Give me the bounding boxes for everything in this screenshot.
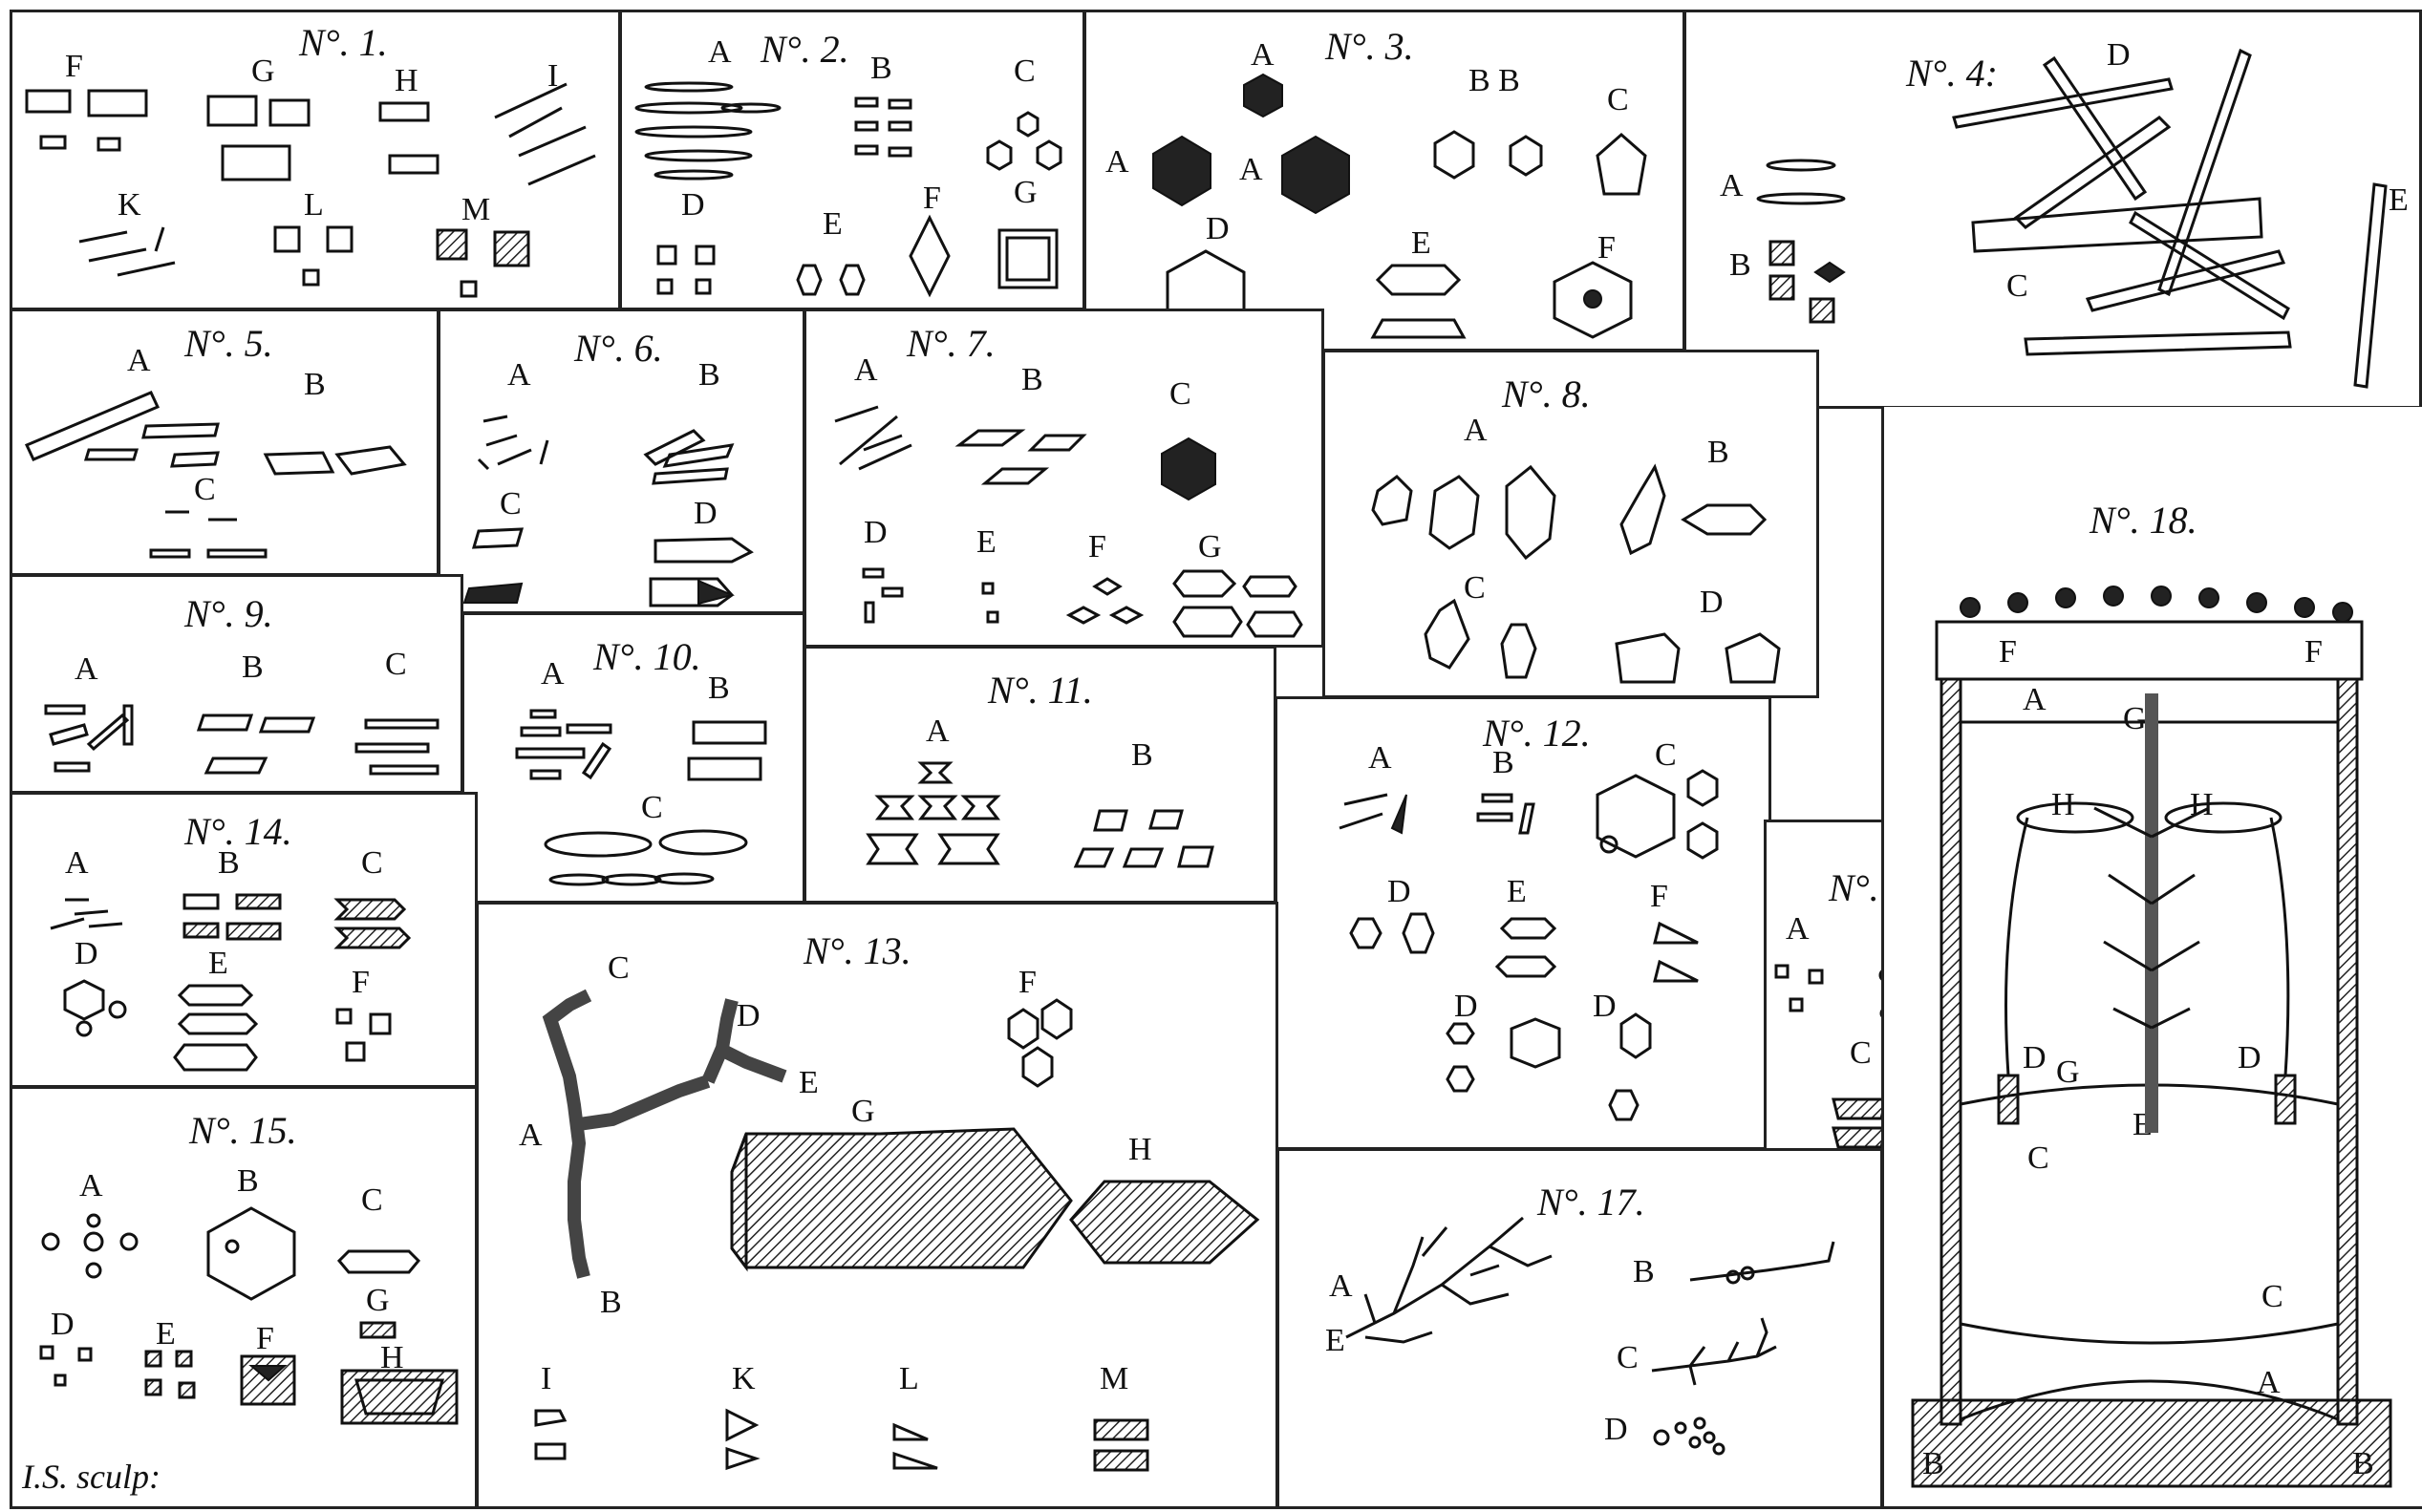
crystal-plate-figure — [464, 615, 808, 906]
panel-no-10: N°. 10. A B C — [461, 612, 805, 904]
panel-no-15: N°. 15. A B C D E F G H I.S. sculp: — [10, 1086, 478, 1509]
panel-no-1: N°. 1. F G H I K L M — [10, 10, 621, 310]
panel-no-12: N°. 12. A B C D E F D D — [1275, 696, 1771, 1150]
panel-no-8: N°. 8. A B C D — [1322, 350, 1819, 698]
crystal-plate-figure — [1325, 352, 1822, 701]
crystal-plate-figure — [806, 311, 1327, 650]
panel-no-3: N°. 3. A A A B B C D E F — [1083, 10, 1685, 351]
panel-no-13: N°. 13. A B C D E F G H I K L M — [476, 902, 1278, 1509]
panel-no-5: N°. 5. A B C — [10, 309, 439, 576]
panel-no-7: N°. 7. A B C D E F G — [804, 309, 1324, 648]
crystal-plate-figure — [440, 311, 808, 617]
crystal-plate-figure — [12, 795, 481, 1091]
panel-no-9: N°. 9. A B C — [10, 574, 463, 794]
panel-no-17: N°. 17. A B C D E — [1276, 1148, 1883, 1509]
crystal-plate-figure — [1086, 12, 1688, 354]
panel-no-14: N°. 14. A B C D E F — [10, 792, 478, 1088]
crystal-plate-figure — [12, 577, 466, 797]
crystal-plate-figure — [622, 12, 1088, 313]
crystal-plate-figure — [806, 649, 1279, 906]
panel-no-6: N°. 6. A B C D — [438, 309, 805, 614]
crystal-plate-figure — [1279, 1151, 1886, 1512]
crystal-plate-figure — [12, 311, 442, 579]
panel-no-2: N°. 2. A B C D E F G — [619, 10, 1085, 310]
panel-no-18: N°. 18. F F A G H H D D G E C C A B B — [1881, 407, 2422, 1509]
crystal-plate-figure — [479, 905, 1281, 1512]
panel-no-11: N°. 11. A B — [804, 646, 1276, 904]
crystal-plate-figure — [1277, 699, 1774, 1153]
apparatus-engraving — [1884, 407, 2422, 1509]
crystal-plate-figure — [12, 1089, 481, 1512]
crystal-plate-figure — [12, 12, 624, 313]
fleur-ornament-row — [1961, 586, 2352, 622]
